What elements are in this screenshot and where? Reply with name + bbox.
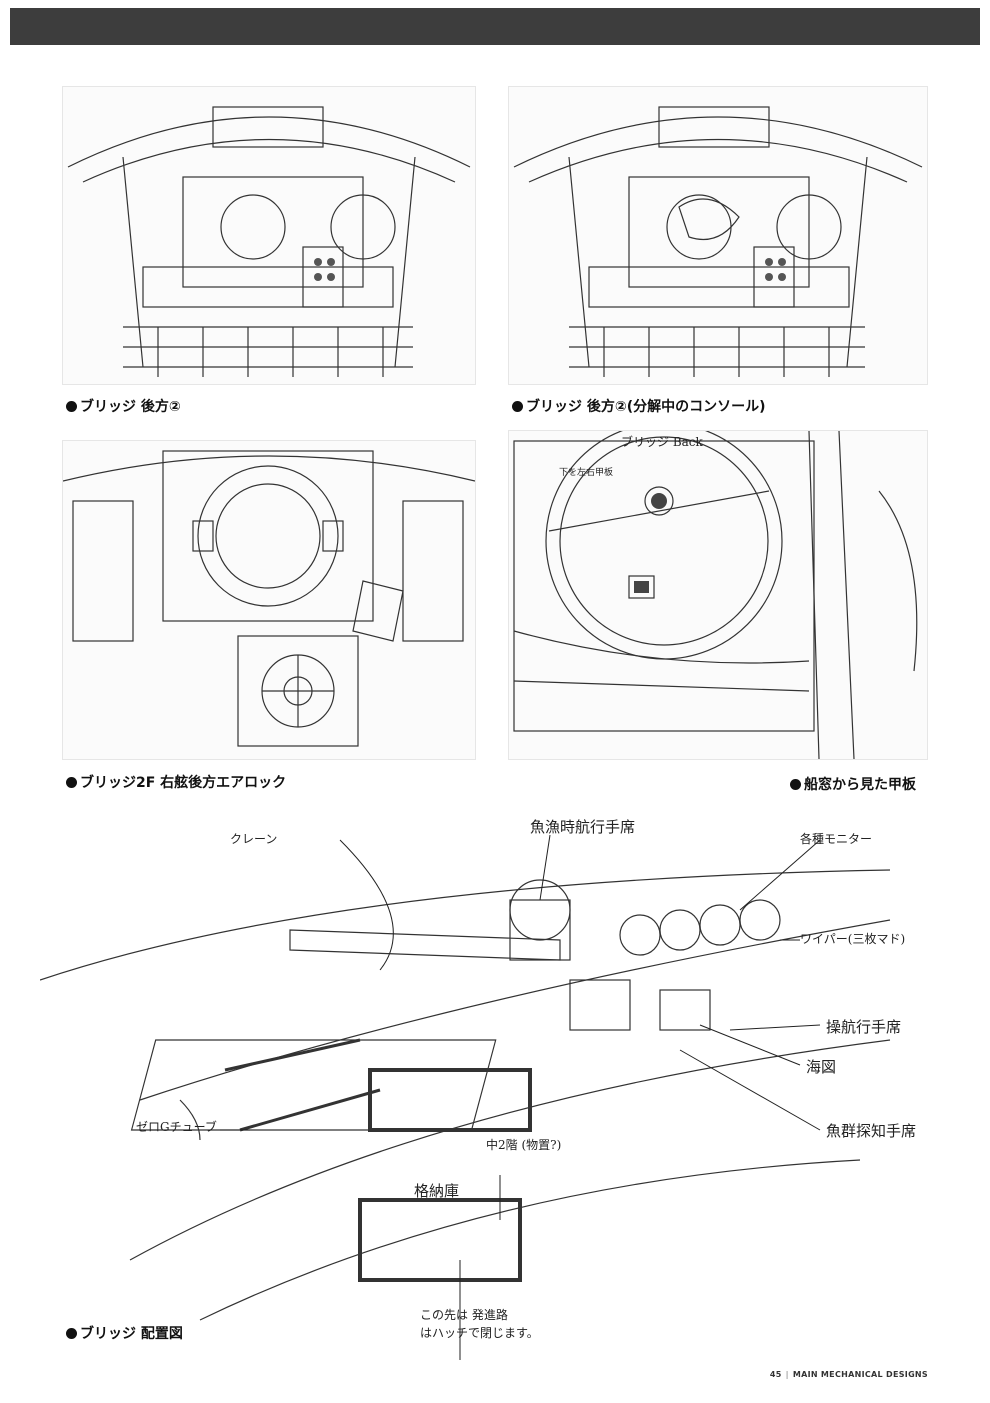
callout-fishing-helm: 魚漁時航行手席 — [530, 818, 636, 836]
note-deck: 下を左右甲板 — [559, 468, 614, 478]
sketch-deck-from-window: ブリッジ Back 下を左右甲板 — [508, 430, 928, 760]
section-title: MAIN MECHANICAL DESIGNS — [792, 1370, 928, 1379]
deck-window-drawing — [513, 431, 918, 759]
sketch-airlock — [62, 440, 476, 760]
sketch-bridge-layout: 魚漁時航行手席 クレーン 各種モニター ワイパー(三枚マド) 操航行手席 海図 … — [40, 800, 940, 1360]
caption-airlock: ブリッジ2F 右舷後方エアロック — [66, 772, 286, 792]
bridge-rear-drawing — [67, 106, 471, 377]
callout-fish-finder: 魚群探知手席 — [826, 1122, 917, 1140]
callout-storage: 格納庫 — [414, 1182, 460, 1200]
sketch-bridge-rear-console — [508, 86, 928, 385]
footer-divider: | — [785, 1370, 789, 1379]
caption-bridge-rear: ブリッジ 後方② — [66, 396, 181, 416]
callout-wiper: ワイパー(三枚マド) — [800, 932, 906, 946]
page-number: 45 — [769, 1370, 782, 1379]
bullet-icon — [512, 401, 523, 412]
callout-chart: 海図 — [806, 1058, 837, 1076]
callout-helm-seat: 操航行手席 — [826, 1018, 902, 1036]
sketch-bridge-rear — [62, 86, 476, 385]
callout-note-line1: この先は 発進路 — [420, 1308, 508, 1322]
bullet-icon — [66, 777, 77, 788]
airlock-drawing — [63, 450, 475, 747]
callout-middle-deck: 中2階 (物置?) — [486, 1138, 562, 1152]
bridge-console-drawing — [513, 106, 923, 377]
bullet-icon — [790, 779, 801, 790]
callout-chute: ゼロGチューブ — [136, 1120, 217, 1134]
caption-bridge-rear-console: ブリッジ 後方②(分解中のコンソール) — [512, 396, 766, 416]
bullet-icon — [66, 1328, 77, 1339]
header-bar — [10, 8, 980, 45]
note-bridge-back: ブリッジ Back — [621, 435, 703, 449]
callout-note-line2: はハッチで閉じます。 — [420, 1326, 539, 1340]
caption-bridge-layout: ブリッジ 配置図 — [66, 1323, 183, 1343]
callout-monitors: 各種モニター — [800, 832, 873, 846]
page-footer: 45|MAIN MECHANICAL DESIGNS — [770, 1370, 928, 1379]
callout-crane: クレーン — [230, 832, 278, 846]
bridge-layout-drawing — [40, 834, 891, 1360]
bullet-icon — [66, 401, 77, 412]
caption-deck-from-window: 船窓から見た甲板 — [790, 774, 916, 794]
